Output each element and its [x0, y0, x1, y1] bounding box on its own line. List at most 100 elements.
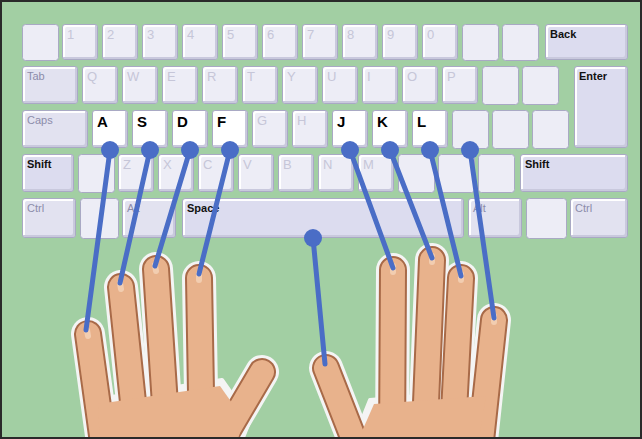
key-label: Tab — [27, 70, 73, 82]
keyboard-key: G — [252, 110, 288, 148]
key-label: 5 — [227, 28, 253, 42]
keyboard-key: Tab — [22, 66, 78, 104]
keyboard-key: U — [322, 66, 358, 104]
blank-key — [483, 67, 519, 105]
blank-key — [493, 111, 529, 149]
key-label: 3 — [147, 28, 173, 42]
blank-key — [527, 199, 567, 239]
keyboard-key: Back — [545, 24, 628, 60]
keyboard-key: V — [238, 154, 274, 192]
key-label: B — [283, 158, 309, 172]
keyboard-key: F — [212, 110, 248, 148]
key-label: M — [363, 158, 389, 172]
home-dot — [141, 141, 159, 159]
keyboard-key: Shift — [22, 154, 74, 192]
keyboard-key: Y — [282, 66, 318, 104]
key-label: J — [337, 114, 363, 131]
key-label: E — [167, 70, 193, 84]
keyboard-key: A — [92, 110, 128, 148]
key-label: I — [367, 70, 393, 84]
thumb — [326, 368, 358, 439]
fingernails — [87, 256, 494, 336]
key-label: T — [247, 70, 273, 84]
key-label: F — [217, 114, 243, 131]
key-label: C — [203, 158, 229, 172]
nail — [155, 265, 156, 271]
keyboard-key: H — [292, 110, 328, 148]
keyboard-key: Space — [182, 198, 464, 238]
key-label: Space — [187, 202, 459, 214]
finger — [121, 287, 138, 439]
keyboard-key: W — [122, 66, 158, 104]
finger — [392, 270, 393, 439]
blank-key — [453, 111, 489, 149]
key-label: 1 — [67, 28, 93, 42]
finger — [121, 287, 138, 439]
leader-line — [155, 150, 190, 266]
key-label: Alt — [127, 202, 171, 214]
hand-outline — [88, 260, 494, 439]
finger — [480, 320, 494, 439]
finger — [121, 287, 138, 439]
nail — [429, 256, 435, 262]
leader-line — [430, 150, 461, 276]
key-label: S — [137, 114, 163, 131]
key-label: 7 — [307, 28, 333, 42]
blank-key — [533, 111, 569, 149]
home-dot — [461, 141, 479, 159]
palm — [352, 390, 492, 439]
keyboard-key: Enter — [574, 66, 628, 148]
keyboard-key: C — [198, 154, 234, 192]
palm — [98, 386, 244, 439]
leader-line — [390, 150, 432, 258]
keyboard-key: 5 — [222, 24, 258, 60]
palm — [356, 396, 486, 439]
palm-glow — [92, 380, 492, 439]
key-label: Shift — [27, 158, 69, 170]
finger — [88, 334, 104, 439]
keyboard-key: 6 — [262, 24, 298, 60]
key-label: H — [297, 114, 323, 128]
finger — [452, 278, 461, 439]
guide-lines — [86, 150, 494, 364]
keyboard-key: Ctrl — [570, 198, 628, 238]
blank-key — [79, 155, 115, 193]
hand-palms — [98, 386, 486, 439]
hands — [87, 256, 494, 439]
key-label: 6 — [267, 28, 293, 42]
nail — [390, 266, 396, 272]
thumb — [326, 368, 358, 439]
keyboard-key: K — [372, 110, 408, 148]
keyboard-key: Alt — [468, 198, 522, 238]
key-label: Ctrl — [27, 202, 71, 214]
nail — [491, 316, 497, 322]
key-label: 0 — [427, 28, 453, 42]
keyboard-key: 3 — [142, 24, 178, 60]
finger — [88, 334, 104, 439]
blank-key — [23, 25, 59, 61]
blank-key-group — [23, 25, 569, 239]
blank-key — [503, 25, 539, 61]
key-label: 4 — [187, 28, 213, 42]
keyboard-key: N — [318, 154, 354, 192]
nail — [458, 274, 464, 280]
keyboard-key: Caps — [22, 110, 88, 148]
keyboard-key: J — [332, 110, 368, 148]
key-label: W — [127, 70, 153, 84]
key-label: Q — [87, 70, 113, 84]
key-label: O — [407, 70, 433, 84]
key-label: Y — [287, 70, 313, 84]
blank-key — [523, 67, 559, 105]
hand-glow — [88, 260, 494, 439]
leader-line — [470, 150, 494, 318]
keyboard-key: M — [358, 154, 394, 192]
keyboard-key: 8 — [342, 24, 378, 60]
finger — [156, 269, 168, 439]
nail — [87, 330, 88, 336]
key-label: 9 — [387, 28, 413, 42]
key-label: G — [257, 114, 283, 128]
thumb — [222, 372, 262, 439]
finger — [392, 270, 393, 439]
finger — [156, 269, 168, 439]
